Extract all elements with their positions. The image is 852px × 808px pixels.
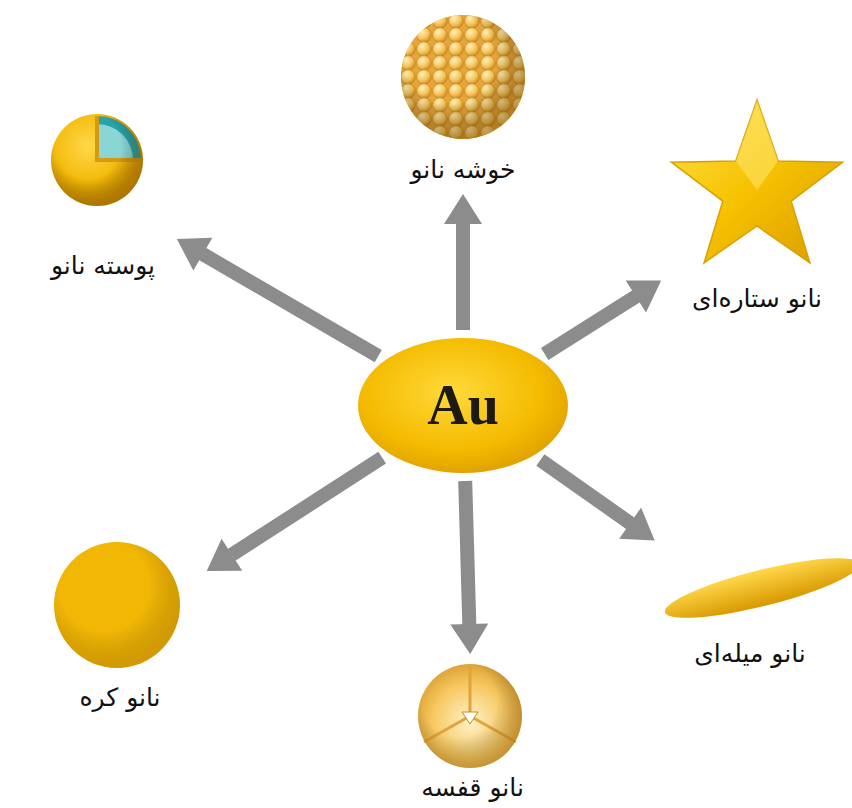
shape-label: خوشه نانو [410, 154, 515, 187]
nanocluster-node: خوشه نانو [388, 8, 538, 186]
nanoshell-node: پوسته نانو [36, 110, 170, 282]
nanocage-node: نانو قفسه [400, 662, 545, 804]
shape-label: نانو قفسه [421, 772, 524, 805]
shape-label: نانو میله‌ای [694, 638, 806, 671]
nanocluster-figure [400, 14, 530, 144]
nanorod-node: نانو میله‌ای [655, 545, 845, 670]
connector-arrow [444, 194, 482, 330]
connector-arrow [207, 452, 386, 571]
nanocage-figure [418, 664, 522, 768]
shape-label: نانو کره [79, 682, 160, 715]
connector-arrow [536, 454, 654, 540]
shape-label: پوسته نانو [51, 250, 155, 283]
nanostar-node: نانو ستاره‌ای [668, 125, 846, 315]
nanorod-figure [661, 546, 852, 629]
nanosphere-node: نانو کره [40, 540, 200, 714]
connector-arrow [541, 280, 661, 360]
nanoshell-figure [51, 114, 143, 206]
element-symbol: Au [427, 375, 499, 437]
nanostar-figure [671, 100, 842, 263]
shape-label: نانو ستاره‌ای [692, 283, 822, 316]
connector-arrow [450, 481, 488, 654]
center-ellipse: Au [358, 338, 568, 473]
nanosphere-figure [54, 542, 180, 668]
connector-arrow [177, 238, 382, 363]
